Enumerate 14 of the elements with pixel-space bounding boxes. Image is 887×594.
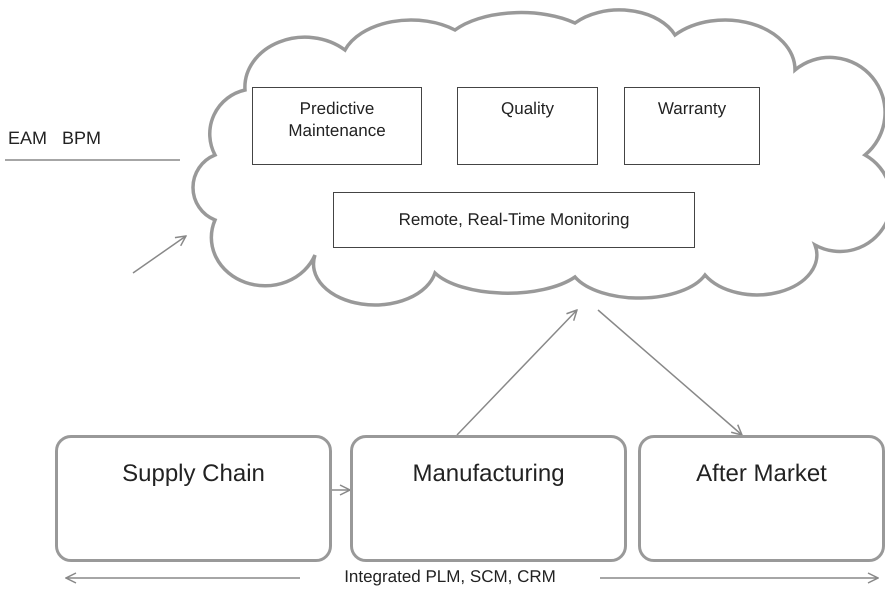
process-box: After Market [638,435,885,562]
connector-line [5,159,180,161]
process-box: Quality [457,87,598,165]
span-label: Integrated PLM, SCM, CRM [344,567,556,587]
process-box: Manufacturing [350,435,627,562]
process-box: Supply Chain [55,435,332,562]
process-box: Warranty [624,87,760,165]
arrow [598,309,743,436]
arrow [132,235,187,274]
arrow [332,484,351,496]
process-box: Predictive Maintenance [252,87,422,165]
arrow [456,309,578,436]
edge-label: EAM BPM [8,128,102,149]
process-box: Remote, Real-Time Monitoring [333,192,695,248]
